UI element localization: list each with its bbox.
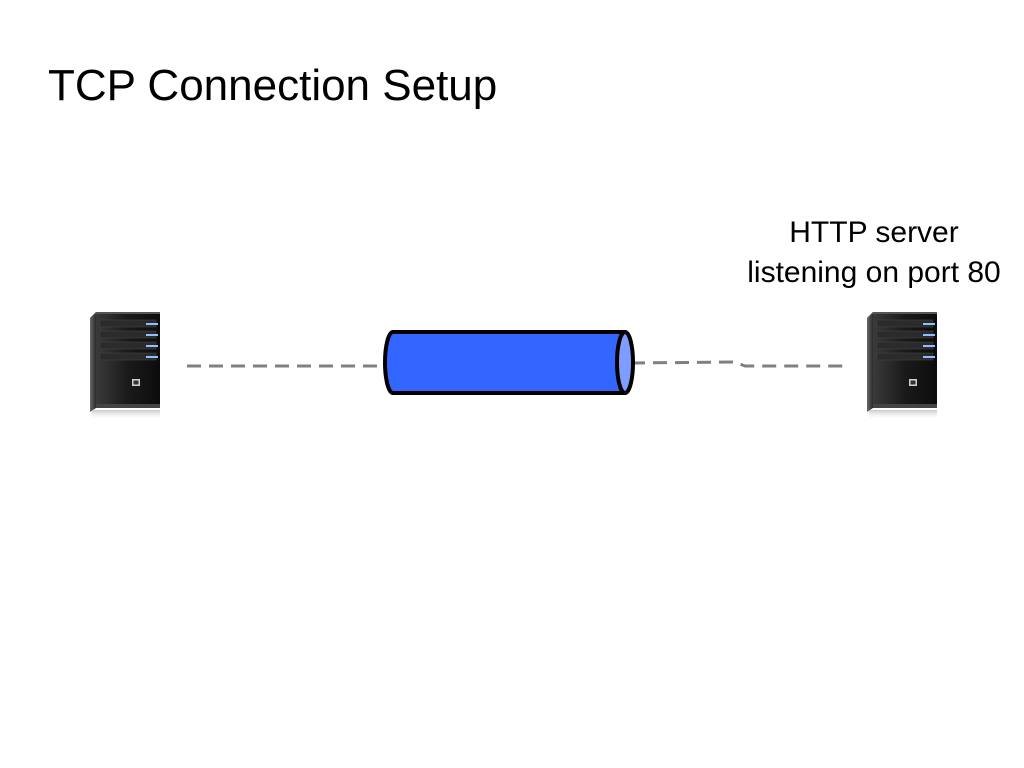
server-link-line <box>630 360 847 368</box>
server-caption-line-1: HTTP server <box>789 216 959 249</box>
tcp-pipe-icon <box>383 330 635 395</box>
server-caption: HTTP server listening on port 80 <box>724 213 1024 293</box>
client-server-icon <box>89 311 161 421</box>
server-caption-line-2: listening on port 80 <box>747 256 1001 289</box>
slide-title: TCP Connection Setup <box>48 61 498 110</box>
http-server-icon <box>866 311 938 421</box>
